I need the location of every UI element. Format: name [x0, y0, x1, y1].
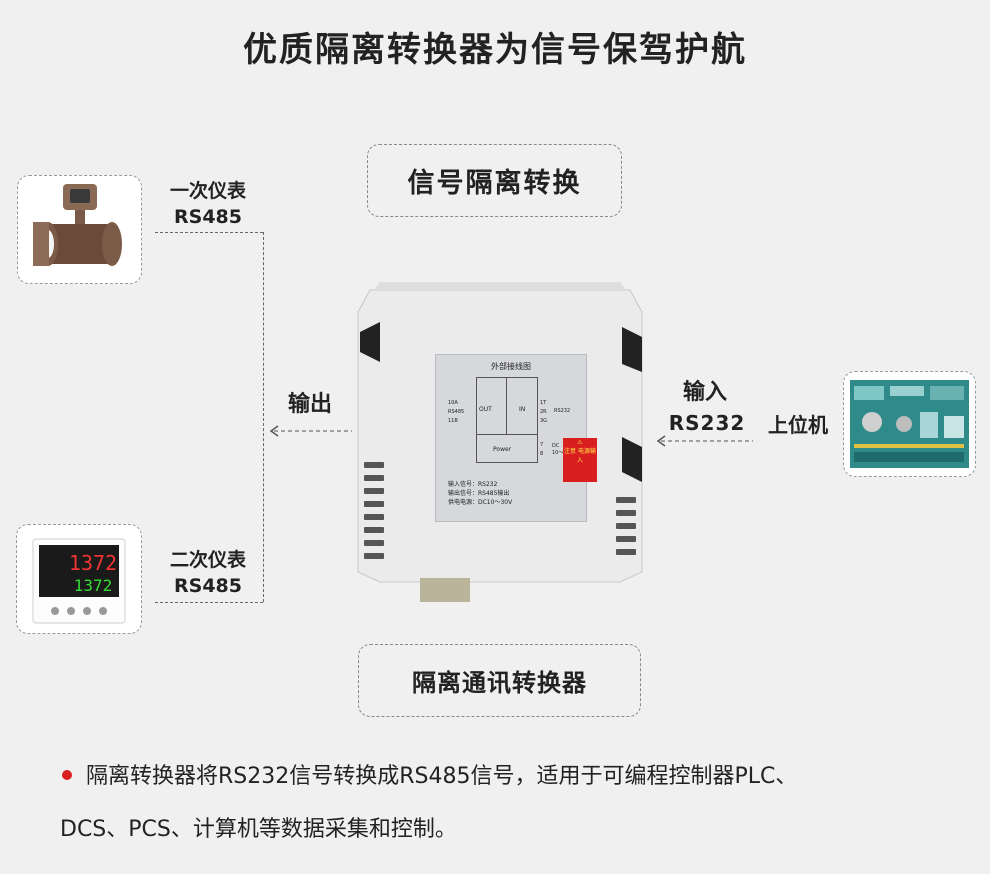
connector-vertical: [263, 232, 264, 602]
display-bottom-value: 1372: [74, 576, 113, 595]
input-arrow-icon: [656, 435, 753, 447]
terminal-3g: 3G: [540, 418, 548, 424]
warning-sticker: ⚠ 注意 电源输入: [563, 438, 597, 482]
output-label: 输出: [287, 392, 332, 417]
warning-text: 注意 电源输入: [564, 448, 596, 464]
description-line-2: DCS、PCS、计算机等数据采集和控制。: [60, 817, 457, 842]
terminal-7: 7: [540, 442, 544, 448]
input-label: 输入: [682, 380, 727, 405]
panel-title: 外部接线图: [491, 362, 531, 371]
signal-isolation-label: 信号隔离转换: [367, 144, 622, 217]
bullet-dot: [62, 770, 72, 780]
panel-dc-label: DC: [552, 443, 560, 449]
panel-rs232-label: RS232: [554, 408, 571, 414]
primary-instrument-image: [17, 175, 142, 284]
isolation-converter-device: 外部接线图 OUT IN Power 10A RS485 11B 1T 2R 3…: [350, 272, 650, 608]
internal-diagram: OUT IN Power: [476, 377, 538, 463]
warning-icon: ⚠: [577, 439, 583, 446]
terminal-rs485: RS485: [448, 409, 465, 415]
spec-input: 输入信号：RS232: [448, 481, 498, 488]
panel-power-label: Power: [493, 446, 512, 453]
display-top-value: 1372: [69, 551, 117, 575]
connector-primary-h: [155, 232, 263, 233]
primary-instrument-protocol: RS485: [174, 206, 242, 228]
terminal-2r: 2R: [540, 409, 547, 415]
terminal-1t: 1T: [540, 400, 547, 406]
input-protocol-label: RS232: [668, 411, 746, 435]
terminal-10a: 10A: [448, 400, 458, 406]
page-title: 优质隔离转换器为信号保驾护航: [243, 30, 747, 70]
panel-dc-range: 10～30V: [552, 450, 573, 457]
connector-secondary-h: [155, 602, 263, 603]
terminal-11b: 11B: [448, 418, 458, 424]
controller-display-icon: 1372 1372: [32, 538, 126, 624]
spec-output: 输出信号：RS485输出: [448, 490, 510, 497]
secondary-instrument-label: 二次仪表 RS485: [160, 547, 256, 599]
output-arrow-icon: [269, 425, 352, 437]
panel-in-label: IN: [519, 406, 526, 413]
primary-instrument-name: 一次仪表: [169, 180, 246, 202]
secondary-instrument-name: 二次仪表: [169, 549, 246, 571]
scada-screen-icon: [850, 380, 969, 468]
host-computer-image: [843, 371, 976, 477]
panel-out-label: OUT: [479, 406, 492, 413]
terminal-8: 8: [540, 451, 544, 457]
secondary-instrument-image: 1372 1372: [16, 524, 142, 634]
spec-power: 供电电源：DC10～30V: [448, 499, 513, 506]
isolated-comm-converter-label: 隔离通讯转换器: [358, 644, 641, 717]
description-line-1: 隔离转换器将RS232信号转换成RS485信号，适用于可编程控制器PLC、: [86, 764, 798, 789]
secondary-instrument-protocol: RS485: [174, 575, 242, 597]
wiring-diagram-panel: 外部接线图 OUT IN Power 10A RS485 11B 1T 2R 3…: [435, 354, 587, 522]
host-computer-label: 上位机: [768, 413, 828, 437]
flow-meter-icon: [33, 184, 122, 266]
primary-instrument-label: 一次仪表 RS485: [160, 178, 256, 230]
